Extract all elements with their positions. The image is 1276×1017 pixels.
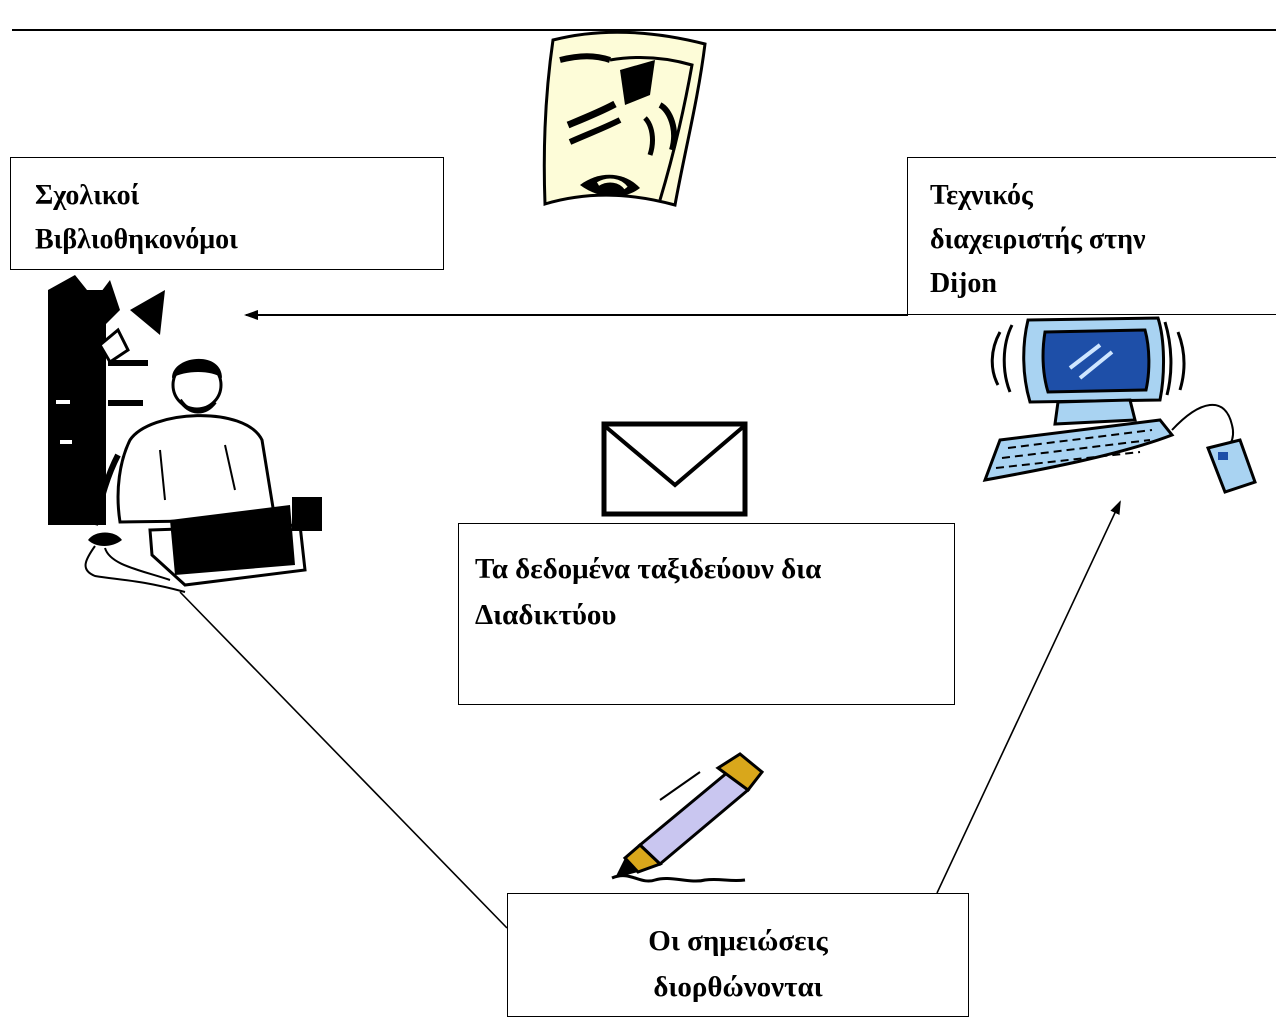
person-laptop-icon bbox=[48, 275, 322, 593]
notes-box: Οι σημειώσεις διορθώνονται bbox=[507, 893, 969, 1017]
pen-icon bbox=[611, 752, 765, 883]
edge-notes-to-admin bbox=[936, 500, 1121, 894]
notes-line-2: διορθώνονται bbox=[653, 971, 823, 1003]
admin-box: Τεχνικός διαχειριστής στην Dijon bbox=[907, 157, 1276, 315]
admin-line-2: διαχειριστής στην bbox=[930, 224, 1146, 255]
librarians-box: Σχολικοί Βιβλιοθηκονόμοι bbox=[10, 157, 444, 270]
computer-icon bbox=[982, 316, 1257, 494]
admin-line-3: Dijon bbox=[930, 268, 997, 299]
edge-notes-to-librarians bbox=[179, 591, 508, 929]
admin-line-1: Τεχνικός bbox=[930, 180, 1033, 211]
envelope-icon bbox=[601, 421, 748, 517]
librarians-line-2: Βιβλιοθηκονόμοι bbox=[35, 224, 238, 255]
document-icon bbox=[542, 30, 707, 207]
data-line-2: Διαδικτύου bbox=[475, 599, 617, 631]
librarians-line-1: Σχολικοί bbox=[35, 180, 140, 211]
notes-line-1: Οι σημειώσεις bbox=[648, 925, 828, 957]
data-box: Τα δεδομένα ταξιδεύουν δια Διαδικτύου bbox=[458, 523, 955, 705]
data-line-1: Τα δεδομένα ταξιδεύουν δια bbox=[475, 553, 822, 585]
